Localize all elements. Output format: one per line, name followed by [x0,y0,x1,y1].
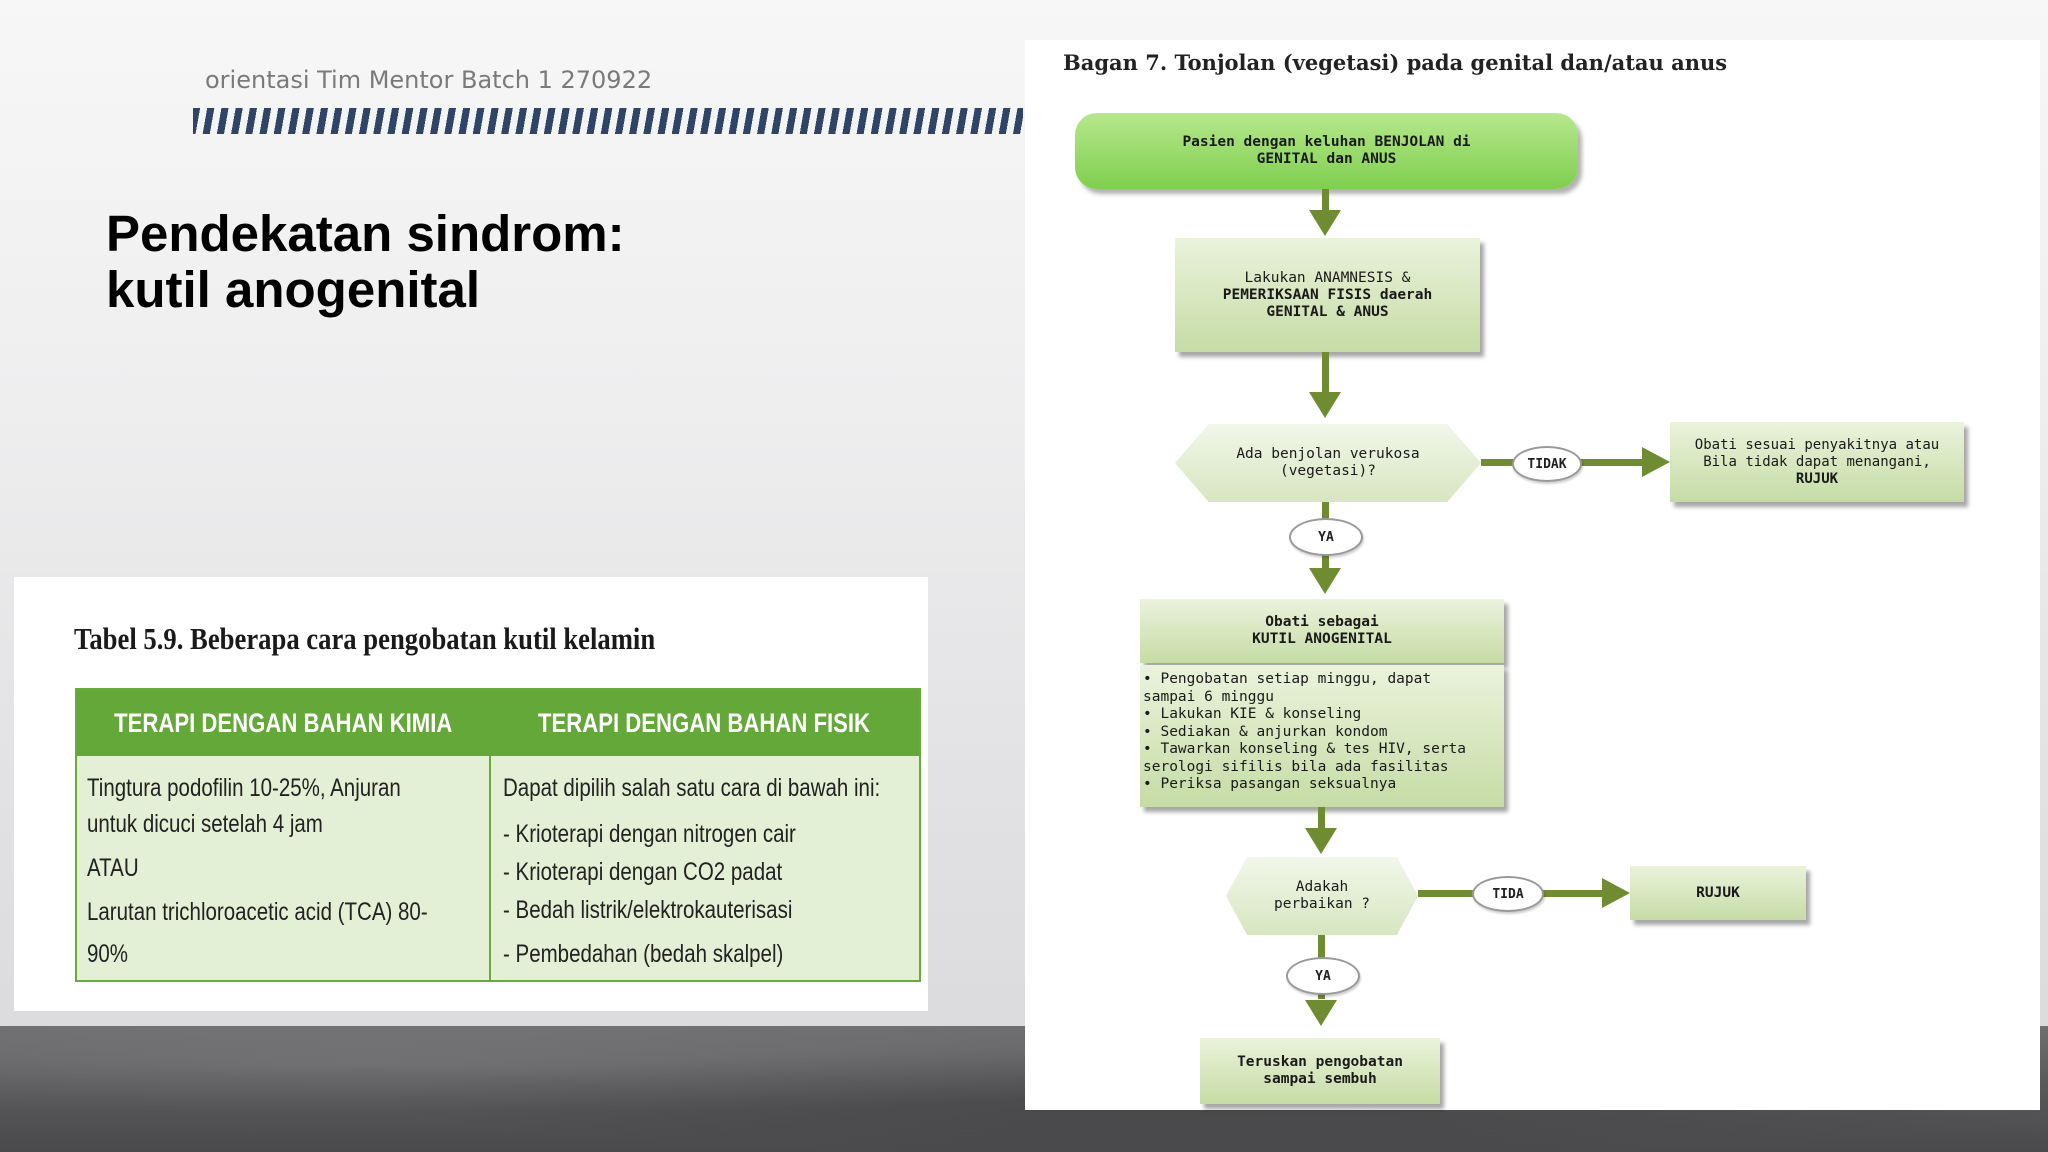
table-header-physical: TERAPI DENGAN BAHAN FISIK [537,708,871,738]
flow-arrowhead [1309,210,1341,236]
title-line-2: kutil anogenital [106,261,481,318]
flow-arrowhead [1305,828,1337,854]
flow-step-line: GENITAL & ANUS [1266,303,1389,320]
flow-arrow [1322,352,1329,394]
flow-decision-line: Adakah [1295,879,1349,895]
flow-label-yes: YA [1286,957,1360,995]
flow-treat-item: • Lakukan KIE & konseling [1143,706,1362,722]
flowchart-title: Bagan 7. Tonjolan (vegetasi) pada genita… [1063,50,1728,75]
flow-start-line: Pasien dengan keluhan BENJOLAN di [1182,134,1471,150]
table-cell-chemical-line: Larutan trichloroacetic acid (TCA) 80- [87,898,428,926]
flow-start-line: GENITAL dan ANUS [1256,151,1397,167]
treatment-table-image: Tabel 5.9. Beberapa cara pengobatan kuti… [14,577,928,1011]
slide-header: orientasi Tim Mentor Batch 1 270922 [205,66,653,94]
flow-decision-line: perbaikan ? [1273,896,1371,912]
flow-label-no: TIDA [1472,876,1544,912]
flow-treat-list: • Pengobatan setiap minggu, dapat sampai… [1143,671,1466,794]
table-cell-chemical-line: untuk dicuci setelah 4 jam [87,810,323,838]
flow-treat-item: serologi sifilis bila ada fasilitas [1143,758,1449,775]
flow-decision-vegetation: Ada benjolan verukosa(vegetasi)? [1175,424,1481,502]
flow-assessment-node: Lakukan ANAMNESIS &PEMERIKSAAN FISIS dae… [1175,238,1480,352]
flow-arrowhead [1602,878,1630,908]
flow-treat-item: • Tawarkan konseling & tes HIV, serta [1143,741,1467,757]
flow-treat-title-line: KUTIL ANOGENITAL [1252,631,1392,647]
flow-arrow [1318,807,1325,831]
table-cell-chemical-line: 90% [87,940,129,968]
slide-title: Pendekatan sindrom: kutil anogenital [106,206,625,318]
flow-decision-line: Ada benjolan verukosa [1236,446,1420,462]
table-cell-physical-line: - Krioterapi dengan CO2 padat [503,858,783,886]
flowchart-image: Bagan 7. Tonjolan (vegetasi) pada genita… [1025,40,2040,1110]
table-header-chemical: TERAPI DENGAN BAHAN KIMIA [114,708,453,738]
title-line-1: Pendekatan sindrom: [106,205,625,262]
flow-decision-line: (vegetasi)? [1279,463,1376,479]
flow-arrowhead [1309,392,1341,418]
table-cell-chemical-line: ATAU [87,854,139,882]
header-stripe [193,108,1023,134]
flow-treat-list-node [1140,665,1504,807]
flow-refer-line: Obati sesuai penyakitnya atau [1694,436,1940,453]
flow-arrow [1322,189,1329,213]
table-cell-chemical-line: Tingtura podofilin 10-25%, Anjuran [87,774,401,802]
table-header-row: TERAPI DENGAN BAHAN KIMIA TERAPI DENGAN … [77,690,919,756]
flow-end-line: sampai sembuh [1263,1071,1377,1087]
table-caption: Tabel 5.9. Beberapa cara pengobatan kuti… [74,621,656,656]
flow-arrowhead [1642,447,1670,477]
table-cell-physical-line: - Krioterapi dengan nitrogen cair [503,820,796,848]
flow-refer-line: RUJUK [1795,470,1839,487]
flow-treat-item: • Periksa pasangan seksualnya [1143,776,1397,792]
treatment-table: TERAPI DENGAN BAHAN KIMIA TERAPI DENGAN … [75,688,921,982]
flow-end-line: Teruskan pengobatan [1237,1054,1403,1070]
flow-treat-item: • Sediakan & anjurkan kondom [1143,723,1388,740]
flow-treat-title-line: Obati sebagai [1265,614,1379,630]
flow-label-yes: YA [1289,518,1363,556]
table-cell-physical-line: Dapat dipilih salah satu cara di bawah i… [503,774,881,802]
flow-step-line: PEMERIKSAAN FISIS daerah [1222,286,1433,303]
flow-label-no: TIDAK [1512,446,1582,482]
table-cell-physical-line: - Bedah listrik/elektrokauterisasi [503,896,793,924]
flow-step-line: Lakukan ANAMNESIS & [1244,269,1411,286]
flow-treat-item: sampai 6 minggu [1143,688,1274,705]
flow-refer-final-node: RUJUK [1630,866,1806,920]
table-column-divider [489,756,491,980]
flow-arrowhead [1309,568,1341,594]
table-cell-physical-line: - Pembedahan (bedah skalpel) [503,940,784,968]
flow-arrowhead [1305,1000,1337,1026]
flow-treat-item: • Pengobatan setiap minggu, dapat [1143,671,1432,687]
flow-refer-line: Bila tidak dapat menangani, [1703,453,1931,470]
